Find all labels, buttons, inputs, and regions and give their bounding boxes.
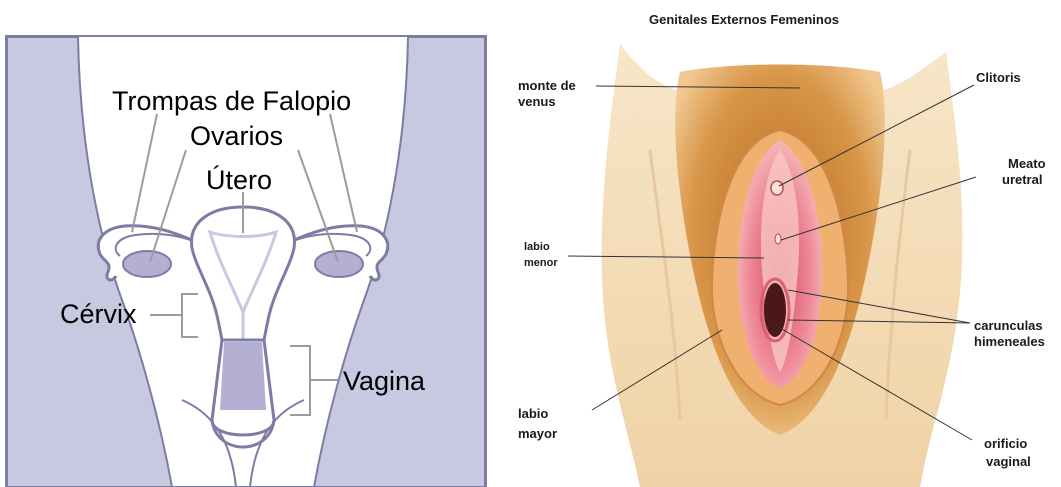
left-ovary [123,251,171,277]
label-meatus-1: Meato [1008,156,1046,171]
external-anatomy-diagram: Genitales Externos Femeninos monte de ve [500,0,1061,487]
label-uterus: Útero [206,164,272,195]
label-labia-majora-2: mayor [518,426,557,441]
vaginal-canal [220,342,266,410]
label-caruncles-1: carunculas [974,318,1043,333]
vaginal-orifice [764,283,786,337]
label-meatus-2: uretral [1002,172,1042,187]
right-ovary [315,251,363,277]
internal-anatomy-svg: Trompas de Falopio Ovarios Útero Cérvix … [0,0,493,487]
label-labia-majora-1: labio [518,406,548,421]
label-fallopian-tubes: Trompas de Falopio [112,86,351,116]
external-anatomy-svg: Genitales Externos Femeninos monte de ve [500,0,1061,487]
label-labia-minora-2: menor [524,257,558,269]
label-orifice-2: vaginal [986,454,1031,469]
label-orifice-1: orificio [984,436,1027,451]
urethral-meatus [775,234,781,244]
label-mons-1: monte de [518,78,576,93]
internal-anatomy-diagram: Trompas de Falopio Ovarios Útero Cérvix … [0,0,493,487]
label-ovaries: Ovarios [190,121,283,151]
label-labia-minora-1: labio [524,241,550,253]
label-vagina: Vagina [343,366,426,396]
label-mons-2: venus [518,94,556,109]
clitoris [771,181,783,195]
label-caruncles-2: himeneales [974,334,1045,349]
diagram-title: Genitales Externos Femeninos [649,12,839,27]
label-cervix: Cérvix [60,299,137,329]
label-clitoris: Clitoris [976,70,1021,85]
